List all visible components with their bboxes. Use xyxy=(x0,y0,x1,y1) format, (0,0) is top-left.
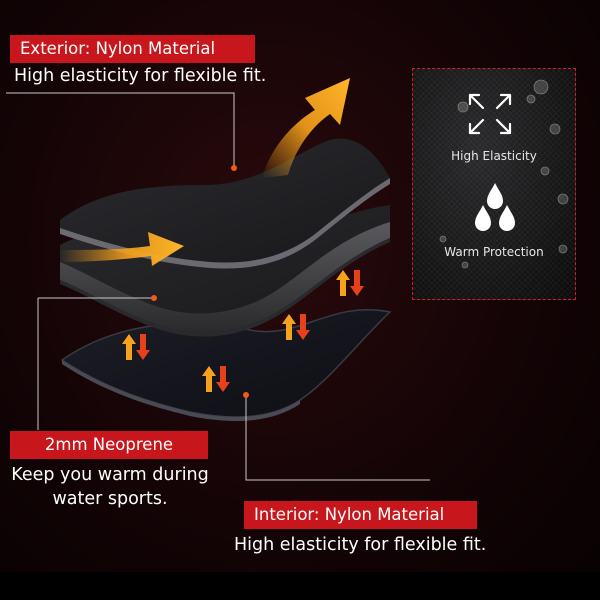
feature-warm-protection: Warm Protection xyxy=(444,245,544,259)
leader-lines xyxy=(6,92,430,481)
neoprene-desc-line1: Keep you warm during xyxy=(11,465,209,485)
airflow-arrows-1 xyxy=(336,270,364,296)
interior-desc: High elasticity for flexible fit. xyxy=(234,535,487,555)
airflow-arrows-3 xyxy=(122,334,150,360)
bottom-strip xyxy=(0,572,600,600)
airflow-arrows-2 xyxy=(282,314,310,340)
interior-title: Interior: Nylon Material xyxy=(244,501,477,529)
feature-inset: High Elasticity Warm Protection xyxy=(412,68,576,300)
water-beads xyxy=(439,79,569,269)
airflow-arrows-4 xyxy=(202,366,230,392)
exterior-title: Exterior: Nylon Material xyxy=(10,35,255,63)
neoprene-desc: Keep you warm during water sports. xyxy=(0,463,220,511)
neoprene-title: 2mm Neoprene xyxy=(10,431,208,459)
neoprene-desc-line2: water sports. xyxy=(52,489,168,509)
expand-arrows-icon xyxy=(468,93,512,135)
exterior-desc: High elasticity for flexible fit. xyxy=(14,66,267,86)
exterior-layer xyxy=(60,138,390,263)
feature-high-elasticity: High Elasticity xyxy=(451,149,537,163)
heat-arrow-left xyxy=(60,232,184,266)
heat-arrow-top xyxy=(262,78,350,178)
water-drops-icon xyxy=(475,183,515,231)
